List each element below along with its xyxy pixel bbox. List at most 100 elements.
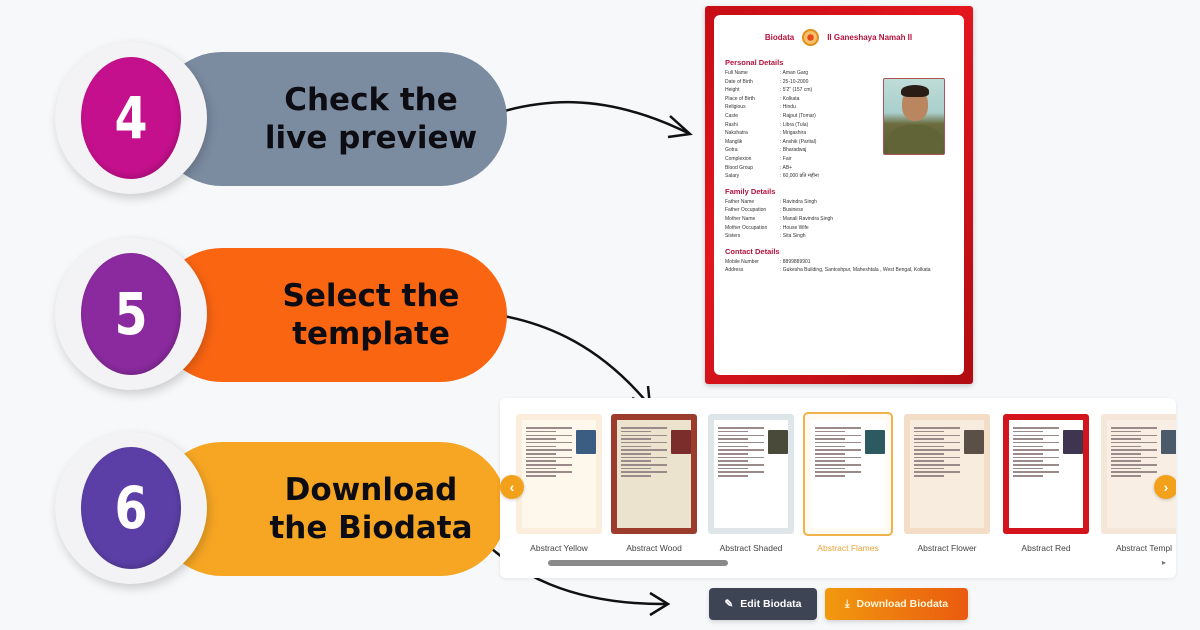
- detail-value: : Fair: [780, 155, 792, 162]
- detail-row: Full Name : Aman Garg: [725, 69, 952, 78]
- detail-key: Blood Group: [725, 164, 754, 171]
- contact-details: Mobile Number: 8899889901 Address: Gukes…: [725, 258, 952, 275]
- carousel-prev-button[interactable]: ‹: [500, 475, 524, 499]
- detail-value: : Anshik (Partial): [780, 138, 817, 145]
- step-6-number: 6: [80, 447, 182, 569]
- template-card-abstract-flames[interactable]: Abstract Flames: [803, 412, 893, 553]
- step-6-label-line1: Download: [284, 472, 458, 508]
- step-4-number: 4: [80, 57, 182, 179]
- detail-value: : Sita Singh: [780, 233, 806, 240]
- biodata-sheet: Biodata II Ganeshaya Namah II Personal D…: [714, 15, 964, 375]
- edit-icon: ✎: [724, 598, 734, 610]
- detail-value: : Gukesha Building, Santoshpur, Maheshta…: [780, 267, 931, 274]
- detail-key: Father Name: [725, 198, 755, 205]
- edit-biodata-button[interactable]: ✎ Edit Biodata: [709, 588, 817, 620]
- step-4-label-line2: live preview: [264, 120, 478, 156]
- template-photo: [1161, 430, 1176, 454]
- edit-biodata-label: Edit Biodata: [740, 598, 802, 610]
- download-biodata-label: Download Biodata: [856, 598, 949, 610]
- biodata-header: Biodata II Ganeshaya Namah II: [725, 29, 952, 46]
- carousel-scrollbar[interactable]: [548, 560, 728, 566]
- detail-value: : Ravindra Singh: [780, 198, 817, 205]
- template-thumbnail: [803, 412, 893, 536]
- step-4-label-line1: Check the: [284, 82, 458, 118]
- detail-key: Manglik: [725, 138, 743, 145]
- detail-key: Date of Birth: [725, 78, 753, 85]
- detail-row: Caste: Rajput (Tomar): [725, 112, 952, 121]
- template-photo: [576, 430, 596, 454]
- template-name: Abstract Red: [1021, 543, 1071, 553]
- detail-row: Religious: Hindu: [725, 103, 952, 112]
- detail-row: Nakshatra : Mrigashira: [725, 129, 952, 138]
- template-name: Abstract Wood: [626, 543, 682, 553]
- template-photo: [768, 430, 788, 454]
- detail-value: : Hindu: [780, 104, 796, 111]
- detail-value: : Bharadwaj: [780, 147, 807, 154]
- template-name: Abstract Yellow: [530, 543, 588, 553]
- step-4: Check the live preview 4: [55, 42, 507, 194]
- chevron-left-icon: ‹: [509, 479, 515, 495]
- template-carousel: Abstract Yellow Abstract Wood Abstract S…: [500, 398, 1176, 578]
- template-name: Abstract Flames: [817, 543, 879, 553]
- biodata-preview: Biodata II Ganeshaya Namah II Personal D…: [705, 6, 973, 384]
- detail-value: : Mrigashira: [780, 130, 807, 137]
- detail-row: Place of Birth : Kolkata: [725, 95, 952, 104]
- detail-value: : 25-10-2000: [780, 78, 809, 85]
- detail-value: : Manali Ravindra Singh: [780, 215, 834, 222]
- detail-row: Manglik : Anshik (Partial): [725, 138, 952, 147]
- step-4-pill: Check the live preview: [155, 52, 507, 186]
- detail-row: Father Occupation: Business: [725, 206, 952, 215]
- template-photo: [1063, 430, 1083, 454]
- template-card-abstract-temple[interactable]: Abstract Templ: [1101, 414, 1176, 553]
- detail-key: Nakshatra: [725, 130, 748, 137]
- detail-row: Height: 5'2" (157 cm): [725, 86, 952, 95]
- carousel-next-button[interactable]: ›: [1154, 475, 1176, 499]
- photo-body: [888, 125, 942, 154]
- step-5: Select the template 5: [55, 238, 507, 390]
- personal-details: Full Name : Aman Garg Date of Birth : 25-1…: [725, 69, 952, 181]
- detail-value: : Aman Garg: [780, 70, 809, 76]
- detail-key: Gotra: [725, 147, 738, 154]
- detail-key: Height: [725, 87, 740, 94]
- template-thumbnail: [1003, 414, 1089, 534]
- template-photo: [671, 430, 691, 454]
- step-5-label: Select the template: [283, 277, 460, 353]
- template-thumbnail: [516, 414, 602, 534]
- detail-value: : Rajput (Tomar): [780, 112, 816, 119]
- template-card-abstract-shaded[interactable]: Abstract Shaded: [708, 414, 794, 553]
- template-card-abstract-yellow[interactable]: Abstract Yellow: [516, 414, 602, 553]
- detail-row: Mobile Number: 8899889901: [725, 258, 952, 267]
- step-5-label-line1: Select the: [282, 278, 460, 314]
- detail-row: Address: Gukesha Building, Santoshpur, M…: [725, 266, 952, 275]
- ganesha-logo-icon: [802, 29, 820, 46]
- detail-value: : Kolkata: [780, 95, 800, 102]
- download-biodata-button[interactable]: ⤓ Download Biodata: [825, 588, 968, 620]
- detail-key: Place of Birth: [725, 95, 755, 102]
- template-thumbnail: [708, 414, 794, 534]
- detail-key: Mother Occupation: [725, 224, 768, 231]
- template-thumbnail: [611, 414, 697, 534]
- template-card-abstract-flower[interactable]: Abstract Flower: [904, 414, 990, 553]
- detail-key: Father Occupation: [725, 207, 767, 214]
- detail-key: Full Name: [725, 70, 748, 76]
- template-thumbnail: [904, 414, 990, 534]
- step-6: Download the Biodata 6: [55, 432, 507, 584]
- step-6-label-line2: the Biodata: [269, 510, 473, 546]
- step-5-number: 5: [80, 253, 182, 375]
- scroll-right-arrow-icon[interactable]: ▸: [1161, 558, 1166, 567]
- step-6-pill: Download the Biodata: [155, 442, 507, 576]
- photo-hair: [901, 85, 929, 97]
- section-contact-title: Contact Details: [725, 246, 780, 256]
- detail-row: Father Name : Ravindra Singh: [725, 198, 952, 207]
- biodata-title: Biodata: [764, 33, 795, 42]
- detail-key: Sisters: [725, 233, 741, 240]
- profile-photo: [883, 78, 945, 155]
- template-thumbnail: [1101, 414, 1176, 534]
- step-5-label-line2: template: [292, 316, 450, 352]
- step-6-label: Download the Biodata: [269, 471, 472, 547]
- template-card-abstract-wood[interactable]: Abstract Wood: [611, 414, 697, 553]
- detail-row: Complexion: Fair: [725, 155, 952, 164]
- detail-value: : 60,000 प्रति महीना: [780, 173, 819, 180]
- template-card-abstract-red[interactable]: Abstract Red: [1003, 414, 1089, 553]
- template-name: Abstract Shaded: [719, 543, 783, 553]
